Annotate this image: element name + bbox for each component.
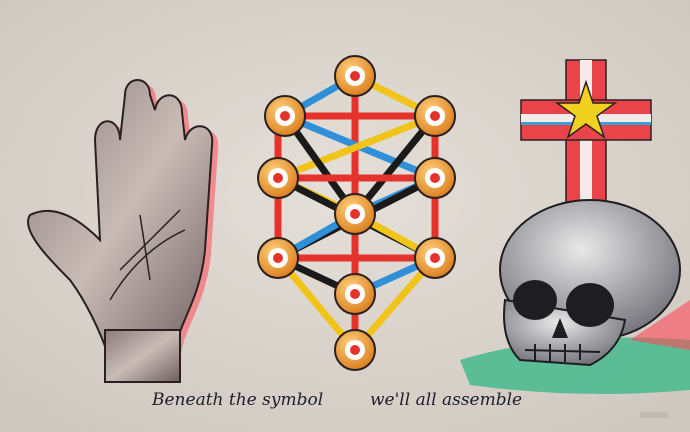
shadow — [630, 300, 690, 350]
sephirah-node — [257, 237, 299, 279]
sephirah-node — [334, 273, 376, 315]
tree-path — [274, 112, 439, 182]
skull — [499, 199, 681, 367]
sephirah-node — [334, 329, 376, 371]
sephirah-node — [414, 237, 456, 279]
sephirah-node — [264, 95, 306, 137]
caption-right: we'll all assemble — [370, 390, 523, 410]
caption-left: Beneath the symbol — [152, 390, 324, 410]
palm-hand — [27, 79, 219, 383]
sephirah-node — [334, 193, 376, 235]
tree-of-life — [257, 55, 456, 371]
sephirah-node — [334, 55, 376, 97]
sephirah-node — [414, 157, 456, 199]
sephirah-node — [414, 95, 456, 137]
tree-path — [351, 112, 439, 218]
sephirah-node — [257, 157, 299, 199]
signature — [640, 412, 668, 418]
